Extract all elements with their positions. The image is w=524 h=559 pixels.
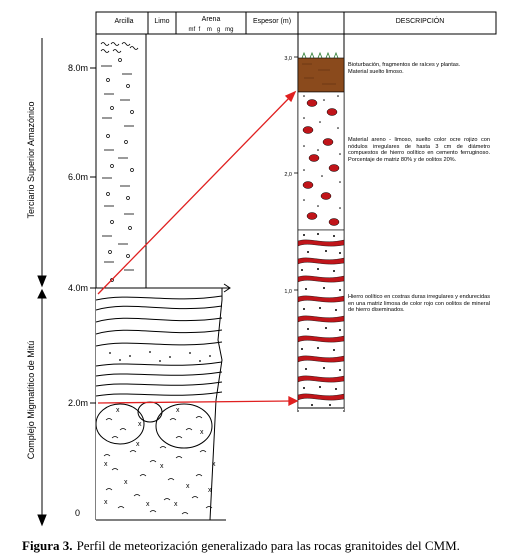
svg-text:x: x [186,483,190,490]
thickness-tick-1: 1,0 [284,289,292,295]
soil-layer [297,57,345,93]
svg-text:x: x [124,479,128,486]
soil-texture [302,63,336,85]
header-descripcion: DESCRIPCIÓN [396,16,445,25]
oolitic-dots [301,233,341,406]
svg-text:x: x [138,421,142,428]
description-lower: Hierro oolítico en costras duras irregul… [348,294,490,314]
thickness-tick-2: 2,0 [284,172,292,178]
correlation-arrows [97,90,299,407]
header-limo: Limo [154,18,169,25]
svg-text:x: x [174,501,178,508]
thickness-tick-3: 3,0 [284,56,292,62]
unit-label-lower: Complejo Migmatítico de Mitú [26,341,36,460]
depth-tick-6: 6.0m [68,172,88,182]
description-soil: Bioturbación, fragmentos de raíces y pla… [348,62,461,75]
depth-tick-8: 8.0m [68,63,88,73]
svg-text:x: x [176,407,180,414]
nodules [302,99,340,226]
weathering-profile-figure: Arcilla Limo Arena mf f m g mg Espesor (… [26,11,497,527]
description-middle: Material areno - limoso, suelto color oc… [348,137,490,163]
thickness-ticks [294,56,298,291]
nodule-layer-dots [303,95,341,209]
unit-label-upper: Terciario Superior Amazónico [26,101,36,218]
oolitic-bands [297,239,345,401]
svg-text:x: x [208,487,212,494]
header-row [95,11,497,35]
figure-caption-text: Perfil de meteorización generalizado par… [76,538,460,553]
header-arena: Arena [202,16,221,23]
depth-axis [90,34,97,520]
svg-text:x: x [212,461,216,468]
svg-text:x: x [200,429,204,436]
figure-caption: Figura 3.Perfil de meteorización general… [22,538,522,554]
nodule-layer [297,91,345,231]
header-arcilla: Arcilla [114,18,133,25]
depth-tick-4: 4.0m [68,283,88,293]
lower-column: x x x x x x x x x x x x x x [96,288,226,520]
depth-tick-2: 2.0m [68,398,88,408]
svg-text:x: x [104,499,108,506]
svg-text:x: x [146,501,150,508]
lower-column-outline [96,287,223,521]
svg-text:x: x [116,407,120,414]
figure-caption-label: Figura 3. [22,538,73,553]
header-arena-sub: mf f m g mg [188,27,233,33]
marker-arrow-4m [148,283,231,293]
header-espesor: Espesor (m) [253,18,291,25]
svg-text:x: x [160,463,164,470]
svg-text:x: x [136,441,140,448]
upper-column [95,33,147,289]
depth-tick-0: 0 [75,508,80,518]
svg-text:x: x [104,461,108,468]
unit-brackets [37,38,47,527]
grass-symbols [301,51,339,59]
